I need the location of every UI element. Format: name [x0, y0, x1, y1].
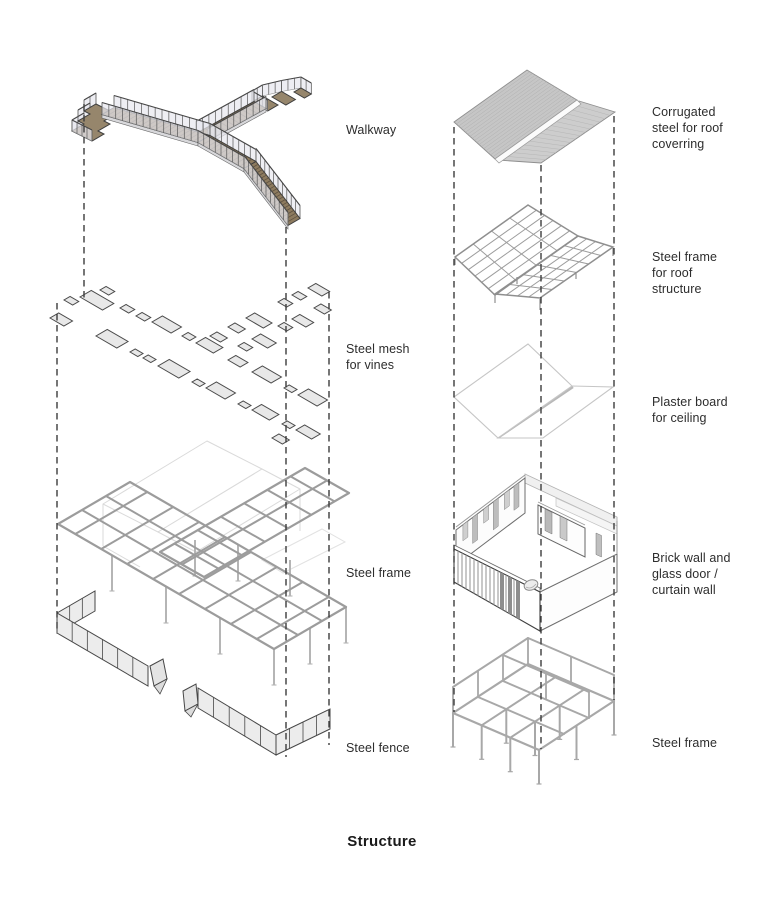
walkway-drawing: [70, 76, 313, 230]
roof-frame-drawing: [453, 204, 615, 310]
diagram-title: Structure: [347, 833, 417, 850]
label-steel-mesh: Steel mesh for vines: [346, 342, 410, 372]
brick-wall-room-drawing: [453, 473, 618, 632]
label-corrugated-roof: Corrugated steel for roof coverring: [652, 105, 723, 151]
corrugated-roof-drawing: [453, 69, 617, 164]
steel-frame-right-drawing: [450, 637, 617, 785]
label-roof-frame: Steel frame for roof structure: [652, 250, 718, 296]
steel-fence-drawing: [56, 590, 331, 756]
label-steel-frame-left: Steel frame: [346, 566, 412, 580]
label-plaster-board: Plaster board for ceiling: [652, 395, 728, 425]
label-steel-fence: Steel fence: [346, 741, 410, 755]
label-walkway: Walkway: [346, 123, 397, 137]
steel-frame-left-drawing: [56, 440, 351, 686]
plaster-board-drawing: [453, 343, 615, 439]
steel-mesh-drawing: [49, 282, 333, 445]
label-brick-wall: Brick wall and glass door / curtain wall: [652, 551, 731, 597]
projection-dashed-lines: [56, 104, 615, 757]
label-steel-frame-right: Steel frame: [652, 736, 718, 750]
